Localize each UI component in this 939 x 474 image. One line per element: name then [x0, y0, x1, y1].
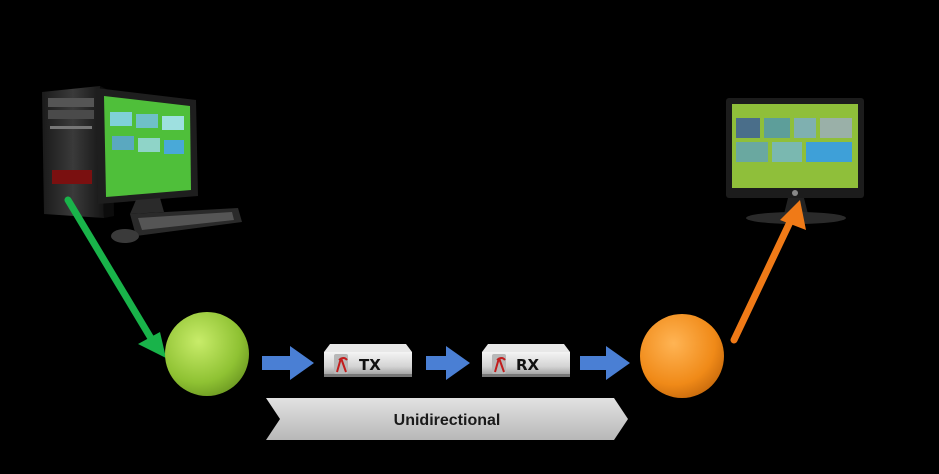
pc-monitor [96, 88, 198, 214]
output-node [640, 314, 724, 398]
desktop-computer-icon [42, 86, 242, 243]
input-arrow [64, 196, 166, 358]
unidirectional-banner: Unidirectional [266, 398, 628, 440]
antenna-logo-icon [334, 354, 348, 374]
tx-transmitter-box: TX [324, 344, 412, 377]
output-arrow [730, 200, 806, 344]
rx-receiver-box: RX [482, 344, 570, 377]
antenna-logo-icon [492, 354, 506, 374]
mouse [111, 229, 139, 243]
banner-label: Unidirectional [394, 412, 501, 429]
tx-label: TX [359, 356, 381, 374]
flow-arrow-2 [426, 346, 470, 380]
monitor-icon [726, 98, 864, 224]
input-node [165, 312, 249, 396]
flow-arrow-1 [262, 346, 314, 380]
flow-arrow-3 [580, 346, 630, 380]
rx-label: RX [516, 356, 540, 374]
keyboard [130, 208, 242, 236]
